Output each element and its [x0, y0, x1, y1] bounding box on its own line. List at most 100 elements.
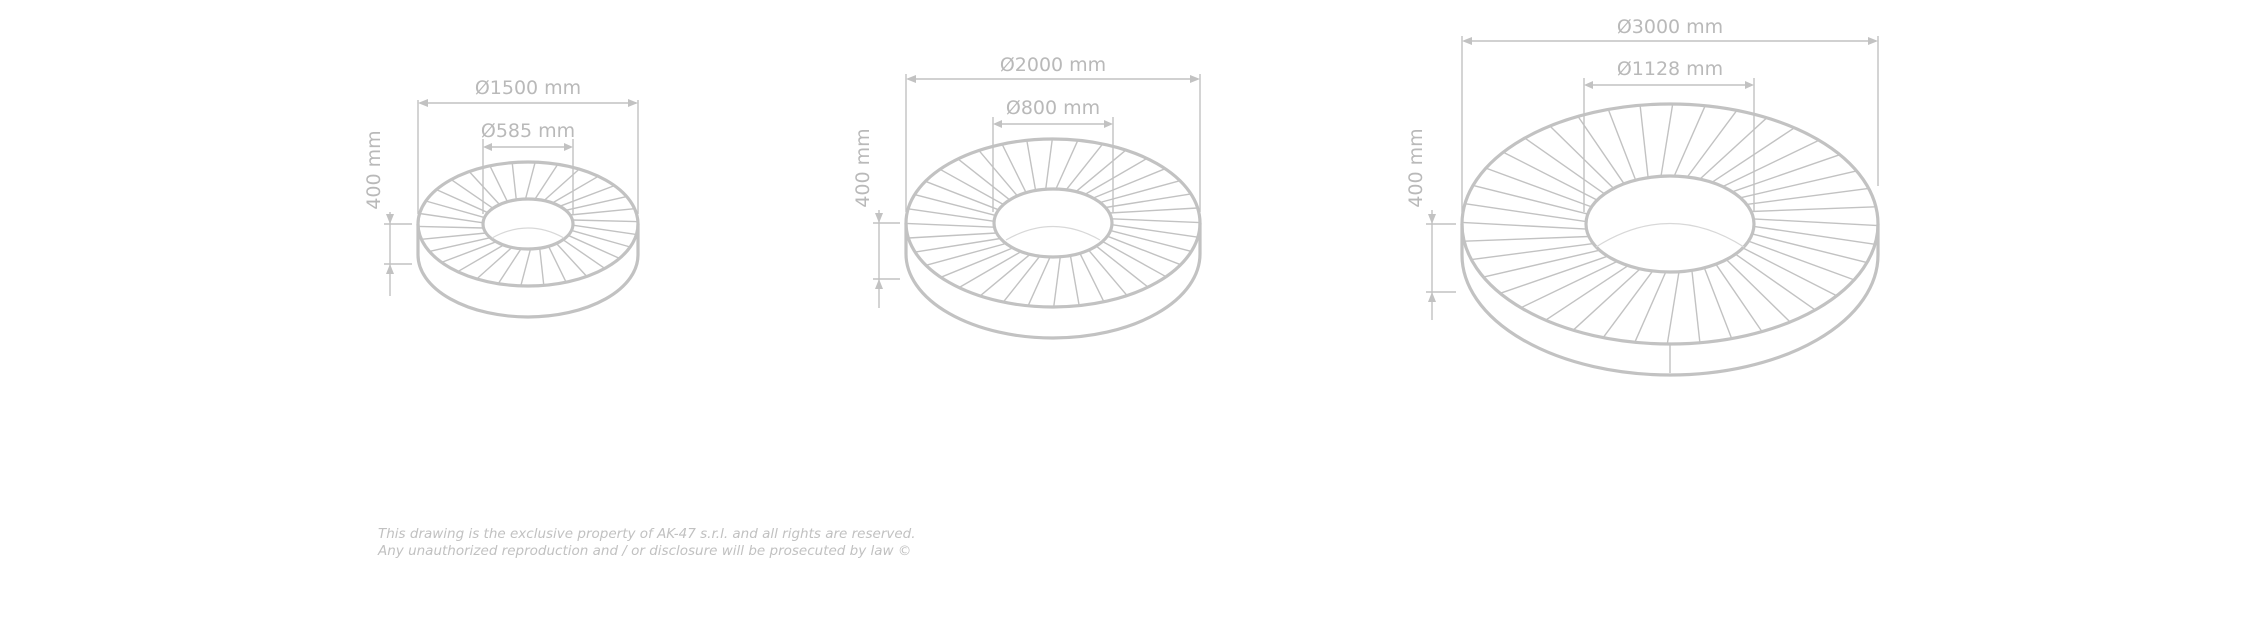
ring-3000-spokes — [1461, 103, 1879, 345]
ring-spoke — [1602, 270, 1654, 339]
ring-spoke — [1055, 139, 1079, 190]
ring-spoke — [1461, 221, 1587, 230]
inner-diameter-label-2000: Ø800 mm — [1006, 97, 1100, 119]
ring-spoke — [1748, 240, 1855, 281]
ring-spoke — [1732, 154, 1841, 193]
ring-drawing-1500: Ø1500 mm Ø585 mm 400 mm — [363, 77, 640, 319]
ring-spoke — [1502, 151, 1598, 201]
ring-spoke — [1107, 235, 1181, 266]
ring-spoke — [559, 184, 615, 207]
ring-spoke — [1102, 240, 1167, 278]
ring-1500-inner-wall — [491, 227, 565, 239]
ring-spoke — [539, 248, 545, 286]
ring-spoke — [572, 219, 638, 223]
ring-spoke — [914, 237, 1001, 253]
ring-spoke — [567, 234, 620, 260]
ring-spoke — [1549, 125, 1615, 189]
height-label-1500: 400 mm — [363, 130, 385, 209]
ring-spoke — [457, 244, 504, 273]
copyright-disclaimer: This drawing is the exclusive property o… — [378, 526, 998, 560]
ring-spoke — [1026, 140, 1037, 191]
dimension-inner-1500: Ø585 mm — [481, 120, 575, 214]
inner-diameter-label-3000: Ø1128 mm — [1617, 58, 1723, 80]
ring-spoke — [1722, 139, 1820, 188]
ring-spoke — [1095, 245, 1149, 288]
ring-spoke — [1711, 127, 1795, 183]
ring-spoke — [1111, 218, 1201, 224]
ring-spoke — [1742, 247, 1838, 297]
height-label-2000: 400 mm — [852, 128, 874, 207]
ring-spoke — [425, 200, 485, 219]
ring-spoke — [1746, 187, 1869, 206]
ring-spoke — [905, 222, 995, 228]
ring-spoke — [511, 162, 517, 200]
ring-3000-geometry — [1460, 102, 1880, 377]
ring-spoke — [1472, 184, 1588, 215]
ring-spoke — [1607, 109, 1637, 181]
ring-spoke — [1520, 260, 1618, 309]
ring-spoke — [1752, 233, 1868, 264]
ring-spoke — [1065, 143, 1104, 191]
ring-spoke — [555, 242, 588, 277]
ring-spoke — [940, 247, 1014, 278]
ring-spoke — [476, 246, 513, 280]
ring-spoke — [1075, 149, 1127, 193]
ring-spoke — [524, 161, 536, 200]
ring-spoke — [979, 253, 1031, 297]
ring-spoke — [1111, 224, 1199, 238]
ring-spoke — [497, 248, 522, 285]
ring-spoke — [572, 224, 637, 236]
ring-spoke — [1734, 253, 1816, 311]
ring-spoke — [552, 175, 599, 204]
outer-diameter-label-2000: Ø2000 mm — [1000, 54, 1106, 76]
ring-spoke — [1691, 270, 1701, 343]
ring-spoke — [418, 225, 484, 229]
ring-spoke — [1499, 255, 1608, 294]
ring-1500-inner-ellipse — [481, 197, 575, 251]
ring-spoke — [441, 241, 497, 264]
ring-1500-geometry — [416, 160, 640, 319]
ring-spoke — [1524, 137, 1606, 195]
dimension-height-2000: 400 mm — [852, 128, 900, 308]
ring-spoke — [914, 193, 996, 217]
ring-spoke — [978, 149, 1018, 197]
ring-spoke — [436, 188, 489, 214]
ring-2000-outer-ellipse — [904, 137, 1202, 309]
ring-spoke — [1639, 105, 1649, 178]
ring-spoke — [1001, 143, 1027, 194]
ring-spoke — [1045, 138, 1053, 190]
ring-spoke — [1002, 255, 1041, 303]
outer-diameter-label-3000: Ø3000 mm — [1617, 16, 1723, 38]
ring-3000-outer-ellipse — [1460, 102, 1880, 346]
ring-2000-geometry — [904, 137, 1202, 340]
ring-spoke — [1088, 249, 1128, 297]
disclaimer-line-1: This drawing is the exclusive property o… — [378, 526, 916, 542]
ring-spoke — [421, 232, 487, 240]
ring-spoke — [547, 245, 567, 283]
dimension-inner-3000: Ø1128 mm — [1583, 58, 1755, 212]
ring-1500-bottom-outline — [416, 224, 640, 319]
ring-spoke — [1105, 193, 1192, 209]
ring-spoke — [1109, 207, 1198, 214]
ring-2000-inner-ellipse — [992, 187, 1114, 259]
ring-spoke — [534, 163, 559, 200]
ring-spoke — [1485, 167, 1592, 208]
ring-spoke — [1577, 116, 1625, 185]
ring-spoke — [1545, 265, 1629, 321]
inner-diameter-label-1500: Ø585 mm — [481, 120, 575, 142]
ring-spoke — [907, 208, 995, 222]
ring-spoke — [1092, 168, 1166, 199]
ring-spoke — [1464, 203, 1587, 223]
ring-1500-spokes — [418, 161, 638, 287]
height-label-3000: 400 mm — [1405, 128, 1427, 207]
ring-spoke — [1699, 117, 1768, 180]
ring-spoke — [468, 171, 501, 206]
ring-spoke — [1069, 255, 1080, 306]
ring-spoke — [1753, 218, 1879, 227]
ring-spoke — [958, 250, 1022, 289]
dimension-outer-2000: Ø2000 mm — [905, 54, 1201, 212]
ring-spoke — [925, 242, 1007, 266]
ring-2000-spokes — [905, 138, 1201, 308]
ring-spoke — [419, 212, 484, 224]
